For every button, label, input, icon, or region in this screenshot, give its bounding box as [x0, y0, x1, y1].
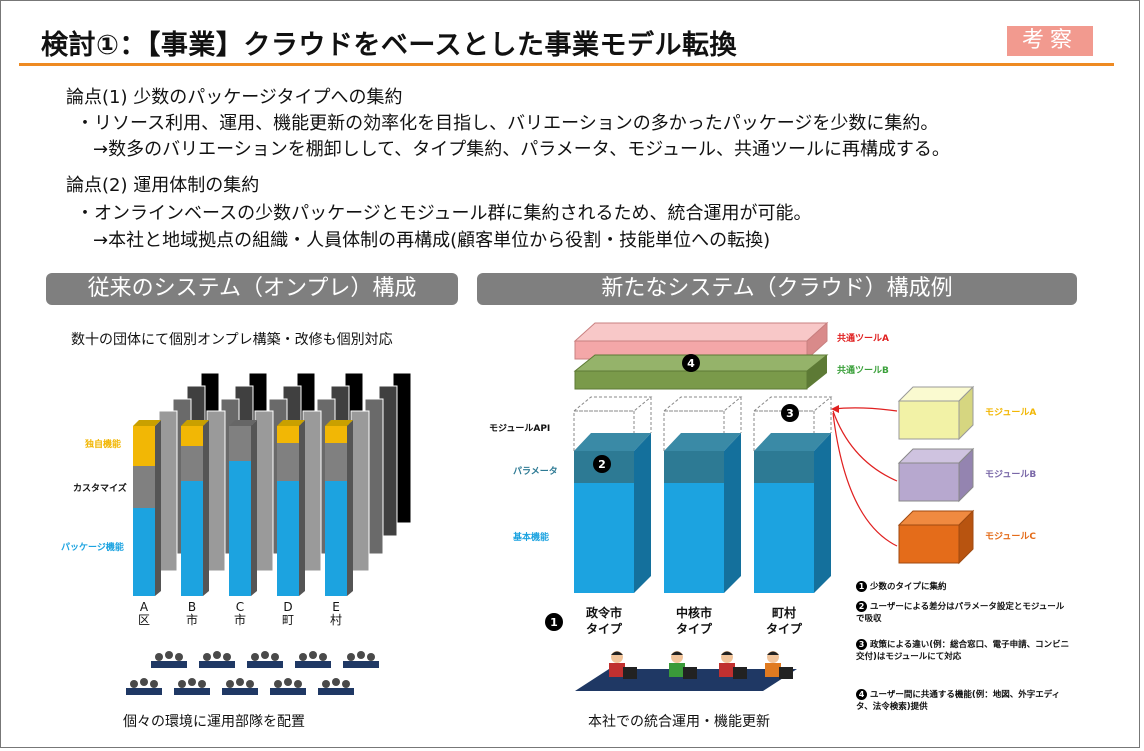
marker-3: 3: [781, 404, 799, 422]
label-customize: カスタマイズ: [73, 481, 127, 494]
module-arrows: [831, 405, 897, 546]
svg-text:2: 2: [598, 458, 606, 471]
common-tool-a-block: [575, 323, 827, 359]
label-module-c: モジュールC: [985, 529, 1036, 542]
label-common-tool-a: 共通ツールA: [837, 331, 889, 344]
module-c-cube: [899, 511, 973, 563]
common-tool-b-block: [575, 355, 827, 389]
label-custom-function: 独自機能: [85, 437, 121, 450]
label-module-b: モジュールB: [985, 467, 1036, 480]
label-parameter: パラメータ: [513, 464, 558, 477]
label-package-function: パッケージ機能: [61, 540, 124, 553]
left-caption-bottom: 個々の環境に運用部隊を配置: [123, 711, 305, 731]
label-basic-function: 基本機能: [513, 530, 549, 543]
marker-4: 4: [682, 354, 700, 372]
hq-operators: [575, 651, 797, 691]
svg-text:3: 3: [786, 407, 794, 420]
label-module-api: モジュールAPI: [489, 421, 550, 434]
type-label-core-city: 中核市タイプ: [664, 605, 724, 637]
label-common-tool-b: 共通ツールB: [837, 363, 889, 376]
label-module-a: モジュールA: [985, 405, 1036, 418]
type-label-town-village: 町村タイプ: [754, 605, 814, 637]
operator-groups: [126, 651, 379, 695]
svg-text:1: 1: [550, 616, 558, 629]
marker-1: 1: [545, 613, 563, 631]
type-label-designated-city: 政令市タイプ: [574, 605, 634, 637]
svg-text:4: 4: [687, 357, 695, 370]
module-a-cube: [899, 387, 973, 439]
marker-2: 2: [593, 455, 611, 473]
cloud-towers: [574, 397, 831, 593]
right-caption-bottom: 本社での統合運用・機能更新: [588, 711, 770, 731]
module-b-cube: [899, 449, 973, 501]
